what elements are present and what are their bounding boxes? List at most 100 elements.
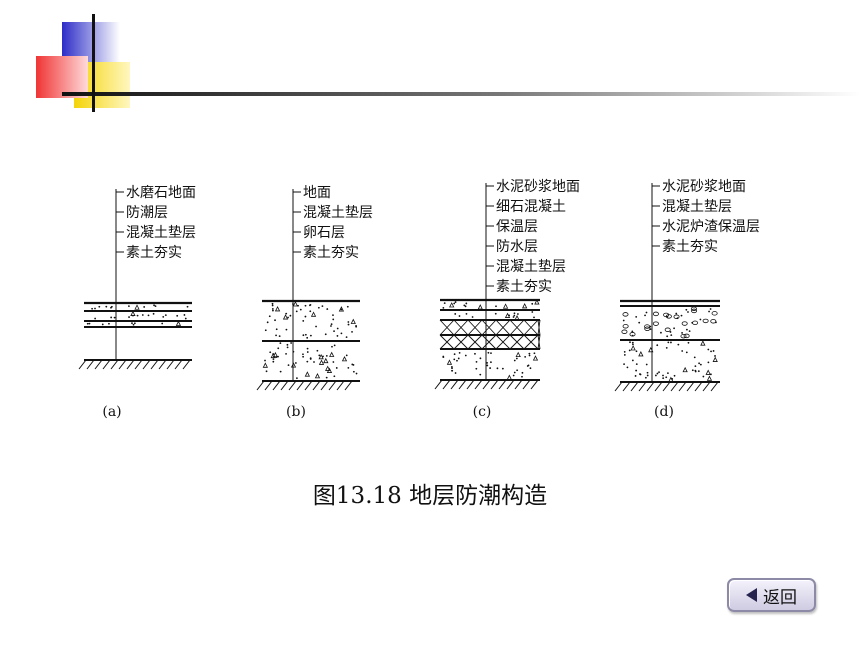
aggregate — [271, 304, 274, 307]
aggregate — [513, 371, 516, 374]
aggregate — [699, 363, 702, 366]
ground-hatch — [630, 381, 639, 392]
aggregate — [463, 304, 466, 307]
aggregate — [264, 359, 266, 362]
aggregate — [529, 367, 532, 370]
aggregate — [315, 325, 317, 328]
aggregate — [350, 318, 356, 324]
aggregate — [331, 345, 333, 348]
aggregate — [648, 346, 654, 353]
aggregate — [522, 303, 528, 309]
aggregate — [626, 366, 629, 369]
aggregate — [325, 354, 328, 357]
aggregate — [677, 343, 680, 346]
blue-square — [62, 22, 120, 62]
aggregate — [646, 371, 649, 374]
aggregate — [332, 318, 335, 321]
aggregate — [638, 351, 644, 357]
aggregate — [683, 333, 690, 339]
aggregate — [302, 334, 305, 337]
aggregate — [667, 372, 669, 375]
aggregate — [272, 358, 275, 361]
aggregate — [496, 367, 499, 370]
aggregate — [715, 321, 717, 324]
aggregate — [309, 358, 312, 360]
aggregate — [630, 345, 636, 351]
aggregate — [712, 356, 718, 362]
aggregate — [706, 375, 713, 381]
aggregate — [355, 372, 358, 375]
ground-hatch — [458, 379, 467, 390]
aggregate — [453, 353, 456, 356]
aggregate — [304, 371, 311, 377]
ground-hatch — [490, 379, 499, 390]
aggregate — [313, 361, 315, 363]
aggregate — [471, 316, 474, 318]
aggregate — [714, 355, 716, 357]
aggregate — [465, 312, 468, 315]
aggregate — [294, 362, 297, 364]
ground-hatch — [466, 379, 475, 390]
aggregate — [269, 351, 272, 354]
aggregate — [655, 374, 657, 377]
aggregate — [528, 354, 531, 357]
aggregate — [183, 314, 186, 316]
aggregate — [292, 350, 295, 353]
aggregate — [464, 354, 467, 357]
aggregate — [272, 360, 275, 363]
aggregate — [644, 376, 647, 379]
aggregate — [631, 330, 634, 333]
ground-hatch — [678, 381, 687, 392]
aggregate — [292, 303, 294, 305]
aggregate — [302, 320, 305, 322]
ground-hatch — [134, 359, 143, 370]
aggregate — [132, 314, 134, 317]
ground-hatch — [622, 381, 631, 392]
aggregate — [457, 357, 460, 360]
aggregate — [274, 319, 276, 322]
layer-label: 水泥砂浆地面 — [662, 179, 746, 195]
aggregate — [318, 353, 324, 360]
aggregate — [662, 374, 664, 377]
aggregate — [707, 348, 710, 351]
aggregate — [323, 357, 329, 364]
aggregate — [94, 317, 97, 320]
aggregate — [531, 302, 534, 305]
ground-hatch — [296, 380, 305, 391]
aggregate — [110, 306, 112, 309]
aggregate — [682, 366, 688, 373]
aggregate — [306, 351, 309, 353]
aggregate — [513, 312, 516, 315]
ground-hatch — [142, 359, 151, 370]
slide-corner-decoration — [36, 14, 860, 112]
layer-label: 水泥炉渣保温层 — [662, 219, 760, 235]
aggregate — [675, 312, 678, 315]
aggregate — [152, 312, 155, 315]
insulation-hatch — [523, 319, 539, 336]
aggregate — [108, 322, 110, 325]
insulation-hatch — [495, 319, 511, 336]
aggregate — [698, 362, 701, 365]
insulation-hatch — [467, 334, 483, 350]
aggregate — [306, 360, 309, 363]
aggregate — [656, 372, 659, 375]
aggregate — [629, 341, 631, 344]
back-button[interactable]: 返回 — [727, 578, 816, 612]
aggregate — [454, 301, 457, 303]
aggregate — [292, 301, 299, 307]
aggregate — [271, 302, 274, 305]
aggregate — [475, 367, 478, 370]
aggregate — [479, 373, 482, 376]
ground-hatch — [264, 380, 273, 391]
aggregate — [285, 352, 287, 355]
insulation-hatch — [481, 334, 497, 350]
aggregate — [105, 305, 108, 308]
aggregate — [279, 342, 282, 345]
aggregate — [454, 313, 457, 315]
aggregate — [186, 305, 189, 308]
insulation-hatch — [523, 334, 539, 350]
layer-label: 防水层 — [496, 239, 538, 255]
aggregate — [707, 361, 710, 364]
